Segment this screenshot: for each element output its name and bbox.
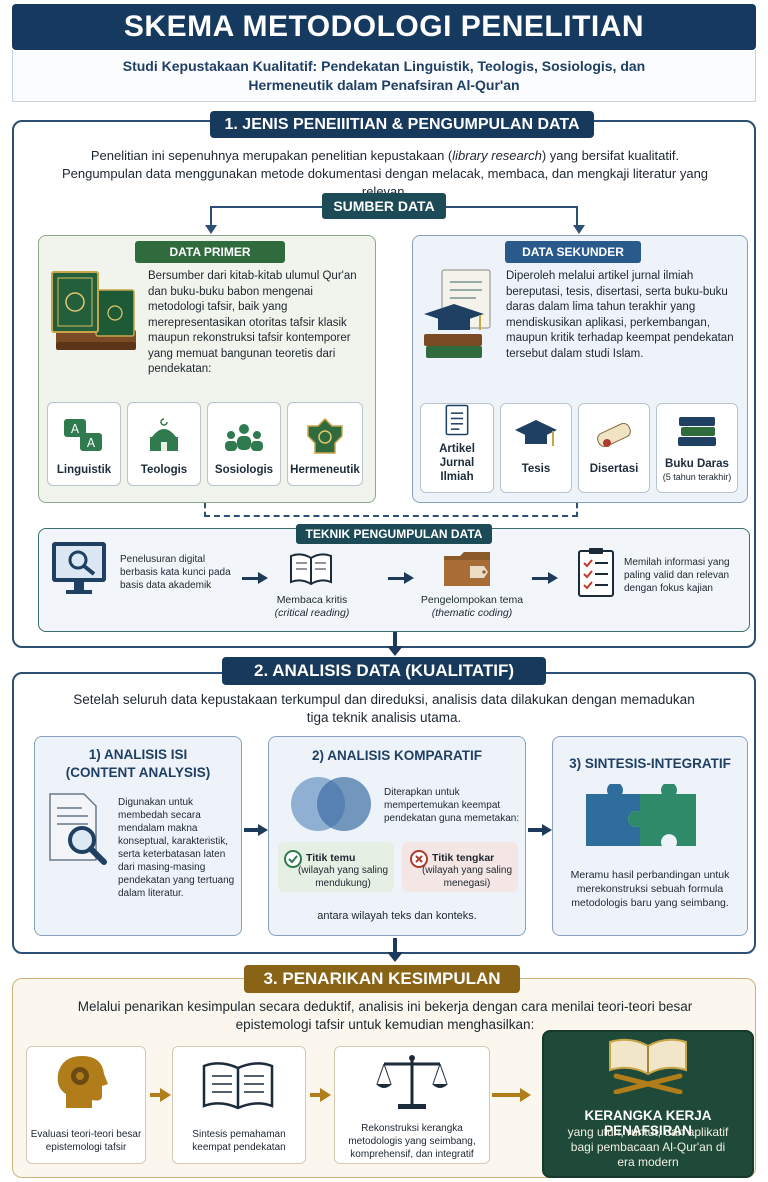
section-2-intro: Setelah seluruh data kepustakaan terkump… <box>73 692 695 725</box>
section-2-title: 2. ANALISIS DATA (KUALITATIF) <box>222 657 546 685</box>
approach-card-hermeneutik: Hermeneutik <box>287 402 363 486</box>
source-card-tesis: Tesis <box>500 403 572 493</box>
analisis-komparatif-footer: antara wilayah teks dan konteks. <box>317 910 477 922</box>
teknik-step-1: Penelusuran digital berbasis kata kunci … <box>120 554 231 591</box>
diploma-scroll-icon <box>597 422 631 448</box>
folder-tag-icon <box>442 548 492 590</box>
gold-arrow <box>150 1088 171 1102</box>
final-framework-text: yang utuh, runtut, dan aplikatif bagi pe… <box>567 1125 729 1169</box>
speech-bubbles-icon: A A <box>64 419 102 451</box>
source-note: (5 tahun terakhir) <box>662 472 732 482</box>
data-sekunder-text: Diperoleh melalui artikel jurnal ilmiah … <box>506 270 734 360</box>
monitor-search-icon <box>48 538 112 598</box>
analisis-isi-title: 1) ANALISIS ISI(CONTENT ANALYSIS) <box>65 747 211 780</box>
open-book-icon <box>200 1058 276 1114</box>
section-3-title: 3. PENARIKAN KESIMPULAN <box>244 965 520 993</box>
teknik-step-2: Membaca kritis(critical reading) <box>274 594 350 619</box>
titik-temu-label: Titik temu <box>306 852 356 864</box>
source-card-disertasi: Disertasi <box>578 403 650 493</box>
puzzle-icon <box>582 782 702 854</box>
head-gear-icon <box>52 1052 116 1110</box>
page-title: SKEMA METODOLOGI PENELITIAN <box>12 4 756 50</box>
check-circle-icon <box>284 850 302 868</box>
data-sekunder-badge: DATA SEKUNDER <box>505 241 641 263</box>
approach-card-linguistik: A A Linguistik <box>47 402 121 486</box>
approach-label: Linguistik <box>56 464 112 476</box>
graduation-cap-icon <box>515 420 557 446</box>
venn-diagram-icon <box>284 774 380 834</box>
approach-card-teologis: Teologis <box>127 402 201 486</box>
analisis-komparatif-card <box>268 736 526 936</box>
svg-text:A: A <box>87 436 96 450</box>
sintesis-title: 3) SINTESIS-INTEGRATIF <box>569 756 731 771</box>
conclusion-step-2: Sintesis pemahaman keempat pendekatan <box>192 1129 286 1153</box>
dashed-connector <box>204 503 578 517</box>
page-subtitle: Studi Kepustakaan Kualitatif: Pendekatan… <box>12 50 756 102</box>
open-book-icon <box>288 550 334 588</box>
sumber-data-badge: SUMBER DATA <box>322 193 446 219</box>
titik-temu-note: (wilayah yang saling mendukung) <box>297 865 389 889</box>
gold-arrow <box>310 1088 331 1102</box>
document-magnifier-icon <box>44 790 112 868</box>
analisis-komparatif-title: 2) ANALISIS KOMPARATIF <box>312 748 482 763</box>
down-arrow-head <box>387 952 403 962</box>
ornament-book-icon <box>307 417 343 454</box>
arrow-right <box>532 572 558 584</box>
section-1-title: 1. JENIS PENEIIITIAN & PENGUMPULAN DATA <box>210 111 594 138</box>
approach-label: Sosiologis <box>214 464 274 476</box>
source-label: Artikel Jurnal Ilmiah <box>439 443 475 483</box>
checklist-icon <box>576 546 616 598</box>
balance-scale-icon <box>374 1050 450 1112</box>
analisis-komparatif-text: Diterapkan untuk mempertemukan keempat p… <box>384 787 520 824</box>
people-group-icon <box>225 424 263 451</box>
conclusion-step-1: Evaluasi teori-teori besar epistemologi … <box>30 1129 142 1153</box>
approach-label: Teologis <box>140 464 188 476</box>
svg-text:A: A <box>71 422 80 436</box>
mosque-icon <box>150 418 178 451</box>
section-3-intro: Melalui penarikan kesimpulan secara dedu… <box>77 999 693 1032</box>
source-card-buku: Buku Daras (5 tahun terakhir) <box>656 403 738 493</box>
teknik-badge: TEKNIK PENGUMPULAN DATA <box>296 524 492 544</box>
approach-label: Hermeneutik <box>290 464 360 476</box>
document-icon <box>445 404 469 436</box>
source-label: Buku Daras <box>665 458 729 470</box>
cross-circle-icon <box>410 850 428 868</box>
teknik-step-4: Memilah informasi yang paling valid dan … <box>624 557 730 594</box>
analisis-isi-text: Digunakan untuk membedah secara mendalam… <box>118 797 235 899</box>
arrow-right <box>528 824 552 836</box>
approach-card-sosiologis: Sosiologis <box>207 402 281 486</box>
arrow-right <box>242 572 268 584</box>
down-arrow-head <box>387 646 403 656</box>
final-framework-title: KERANGKA KERJA PENAFSIRAN <box>584 1108 712 1138</box>
gold-arrow-long <box>492 1088 531 1102</box>
titik-tengkar-note: (wilayah yang saling menegasi) <box>421 865 513 889</box>
arrow-head-left <box>205 225 217 234</box>
source-label: Tesis <box>521 463 551 475</box>
sintesis-text: Meramu hasil perbandingan untuk merekons… <box>570 869 730 909</box>
down-arrow <box>393 632 397 650</box>
quran-stand-icon <box>600 1036 696 1095</box>
data-primer-text: Bersumber dari kitab-kitab ulumul Qur'an… <box>148 270 357 375</box>
down-arrow <box>393 938 397 956</box>
section-1-intro: Penelitian ini sepenuhnya merupakan pene… <box>61 148 709 199</box>
book-stack-icon <box>678 417 716 446</box>
quran-books-icon <box>48 268 140 358</box>
graduation-books-icon <box>420 268 498 364</box>
source-card-artikel: Artikel Jurnal Ilmiah <box>420 403 494 493</box>
arrow-right <box>244 824 268 836</box>
teknik-step-3: Pengelompokan tema(thematic coding) <box>420 594 524 619</box>
arrow-right <box>388 572 414 584</box>
teknik-card <box>38 528 750 632</box>
titik-tengkar-label: Titik tengkar <box>432 852 495 864</box>
data-primer-badge: DATA PRIMER <box>135 241 285 263</box>
titik-temu-box <box>278 842 394 892</box>
arrow-head-right <box>573 225 585 234</box>
source-label: Disertasi <box>589 463 639 475</box>
conclusion-step-3: Rekonstruksi kerangka metodologis yang s… <box>348 1123 476 1160</box>
